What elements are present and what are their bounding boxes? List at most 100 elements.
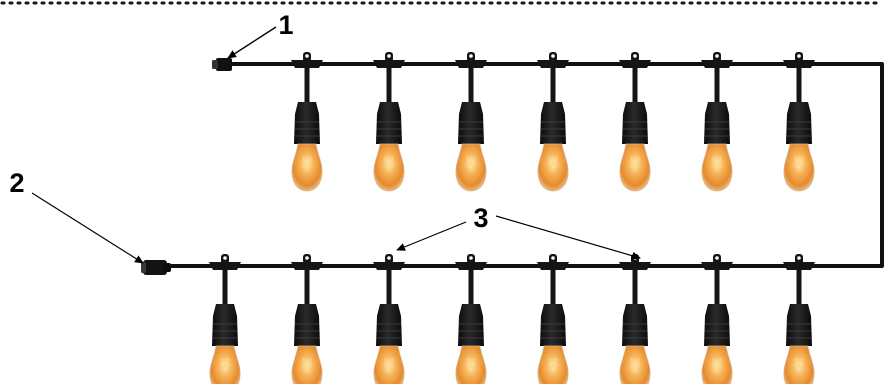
hanging-edison-bulb-icon — [373, 254, 405, 384]
glass-bulb — [783, 143, 815, 192]
tee-connector — [455, 262, 487, 270]
drop-wire — [550, 68, 556, 102]
callout-label-2: 2 — [9, 168, 24, 198]
drop-wire — [632, 68, 638, 102]
hanging-loop-hole — [387, 54, 391, 58]
hanging-edison-bulb-icon — [373, 52, 405, 192]
drop-wire — [796, 270, 802, 304]
hanging-loop-hole — [797, 256, 801, 260]
hanging-loop-hole — [715, 256, 719, 260]
hanging-edison-bulb-icon — [291, 254, 323, 384]
hanging-edison-bulb-icon — [537, 52, 569, 192]
socket — [540, 102, 566, 144]
socket — [786, 102, 812, 144]
socket — [458, 102, 484, 144]
glass-bulb — [373, 143, 405, 192]
filament — [466, 357, 476, 371]
drop-wire — [222, 270, 228, 304]
tee-connector — [373, 262, 405, 270]
tee-connector — [455, 60, 487, 68]
socket — [704, 102, 730, 144]
hanging-loop-hole — [305, 256, 309, 260]
socket — [294, 304, 320, 346]
callout-2-leader — [31, 192, 144, 264]
tee-connector — [783, 60, 815, 68]
socket — [786, 304, 812, 346]
tee-connector — [619, 262, 651, 270]
main-cable — [168, 62, 884, 268]
drop-wire — [714, 270, 720, 304]
callout-3-leader-right — [495, 215, 641, 260]
hanging-edison-bulb-icon — [619, 254, 651, 384]
socket — [458, 304, 484, 346]
hanging-loop-hole — [223, 256, 227, 260]
hanging-edison-bulb-icon — [291, 52, 323, 192]
socket — [704, 304, 730, 346]
drop-wire — [468, 270, 474, 304]
hanging-edison-bulb-icon — [619, 52, 651, 192]
tee-connector — [537, 262, 569, 270]
hanging-edison-bulb-icon — [455, 52, 487, 192]
callout-label-1: 1 — [278, 10, 293, 40]
filament — [630, 357, 640, 371]
hanging-edison-bulb-icon — [701, 254, 733, 384]
hanging-edison-bulb-icon — [783, 254, 815, 384]
hanging-edison-bulb-icon — [455, 254, 487, 384]
top-bulb-row — [291, 52, 815, 192]
filament — [630, 155, 640, 169]
socket — [212, 304, 238, 346]
female-plug-icon — [141, 260, 171, 275]
socket — [294, 102, 320, 144]
hanging-loop-hole — [551, 54, 555, 58]
bottom-bulb-row — [209, 254, 815, 384]
glass-bulb — [701, 143, 733, 192]
hanging-loop-hole — [387, 256, 391, 260]
filament — [794, 357, 804, 371]
filament — [466, 155, 476, 169]
hanging-loop-hole — [551, 256, 555, 260]
callout-label-3: 3 — [473, 203, 488, 233]
callout-3-leader-left — [396, 221, 467, 251]
tee-connector — [783, 262, 815, 270]
male-plug-icon — [212, 58, 232, 71]
drop-wire — [714, 68, 720, 102]
hanging-loop-hole — [305, 54, 309, 58]
filament — [548, 357, 558, 371]
hanging-edison-bulb-icon — [783, 52, 815, 192]
filament — [220, 357, 230, 371]
socket — [622, 304, 648, 346]
socket — [622, 102, 648, 144]
glass-bulb — [455, 143, 487, 192]
hanging-loop-hole — [715, 54, 719, 58]
tee-connector — [537, 60, 569, 68]
socket — [376, 102, 402, 144]
hanging-loop-hole — [797, 54, 801, 58]
glass-bulb — [537, 143, 569, 192]
hanging-loop-hole — [469, 54, 473, 58]
tee-connector — [291, 262, 323, 270]
tee-connector — [373, 60, 405, 68]
drop-wire — [386, 270, 392, 304]
drop-wire — [796, 68, 802, 102]
drop-wire — [632, 270, 638, 304]
tee-connector — [209, 262, 241, 270]
hanging-edison-bulb-icon — [209, 254, 241, 384]
glass-bulb — [619, 143, 651, 192]
filament — [794, 155, 804, 169]
tee-connector — [619, 60, 651, 68]
drop-wire — [386, 68, 392, 102]
glass-bulb — [291, 143, 323, 192]
filament — [384, 155, 394, 169]
filament — [712, 155, 722, 169]
filament — [384, 357, 394, 371]
drop-wire — [468, 68, 474, 102]
callout-1-leader — [227, 26, 277, 59]
filament — [712, 357, 722, 371]
socket — [376, 304, 402, 346]
filament — [548, 155, 558, 169]
drop-wire — [550, 270, 556, 304]
filament — [302, 357, 312, 371]
hanging-edison-bulb-icon — [537, 254, 569, 384]
cable-layer — [168, 62, 884, 268]
